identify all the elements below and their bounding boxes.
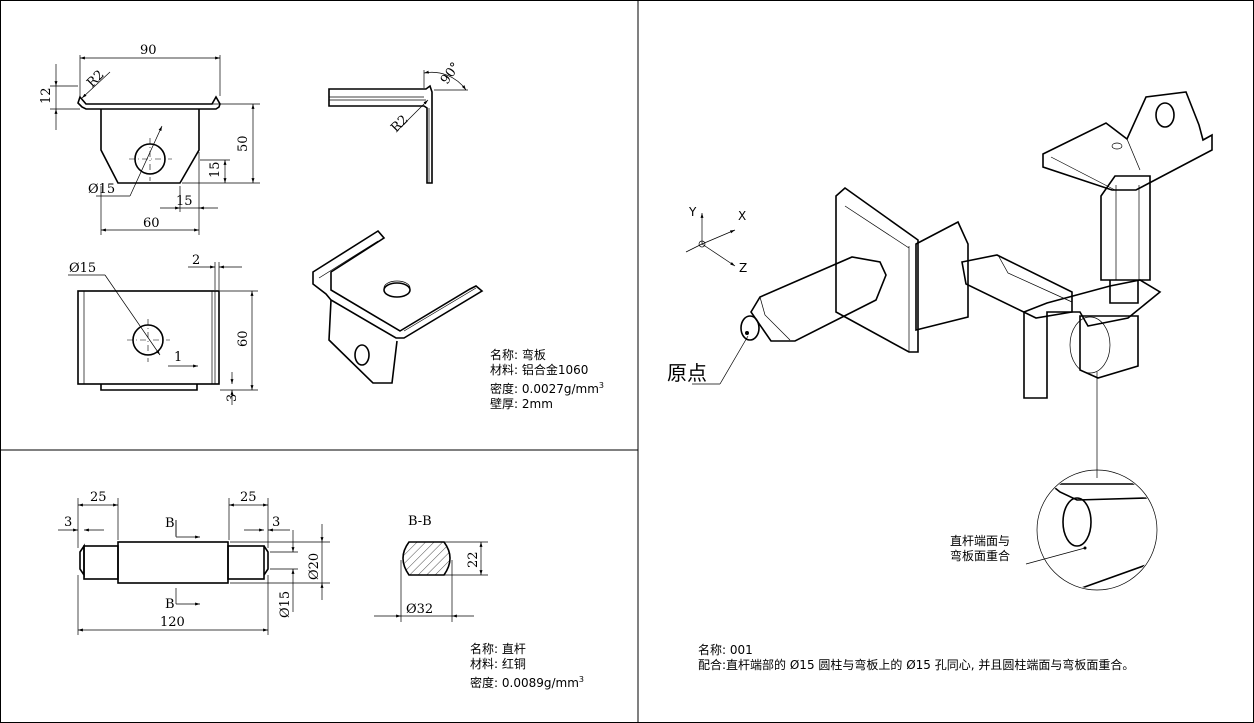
assembly-name: 名称: 001 <box>698 643 1134 658</box>
assembly-model <box>692 91 1213 478</box>
name-label: 名称: <box>698 643 727 657</box>
detail-view-circle <box>1025 469 1158 591</box>
rod-density: 密度: 0.0089g/mm3 <box>470 672 584 691</box>
rod-front-view <box>58 498 330 635</box>
density-value: 0.0089g/mm <box>501 676 579 690</box>
density-exponent: 3 <box>598 381 604 390</box>
dim-25-right: 25 <box>240 490 257 505</box>
section-title: B-B <box>408 514 432 529</box>
bent-plate-front-view <box>50 55 260 235</box>
dim-dia15-front: Ø15 <box>88 182 115 197</box>
name-value: 直杆 <box>501 642 526 656</box>
fit-label: 配合: <box>698 658 727 672</box>
dim-12: 12 <box>39 87 54 104</box>
bent-plate-info: 名称: 弯板 材料: 铝合金1060 密度: 0.0027g/mm3 壁厚: 2… <box>490 348 604 412</box>
detail-note-line2: 弯板面重合 <box>950 548 1010 563</box>
name-label: 名称: <box>490 348 519 362</box>
dim-25-left: 25 <box>90 490 107 505</box>
detail-note-line1: 直杆端面与 <box>950 534 1010 548</box>
rod-material: 材料: 红铜 <box>470 657 584 672</box>
assembly-info: 名称: 001 配合:直杆端部的 Ø15 圆柱与弯板上的 Ø15 孔同心, 并且… <box>698 643 1134 673</box>
material-label: 材料: <box>470 657 499 671</box>
section-mark-bottom: B <box>165 597 175 612</box>
fit-value: 直杆端部的 Ø15 圆柱与弯板上的 Ø15 孔同心, 并且圆柱端面与弯板面重合。 <box>726 658 1135 672</box>
dim-dia15-rod: Ø15 <box>278 591 293 618</box>
dim-90: 90 <box>140 43 157 58</box>
dim-r2-front: R2 <box>84 67 107 90</box>
rod-name: 名称: 直杆 <box>470 642 584 657</box>
dim-dia20: Ø20 <box>307 553 322 580</box>
bent-plate-thickness: 壁厚: 2mm <box>490 397 604 412</box>
density-label: 密度: <box>490 382 519 396</box>
bent-plate-density: 密度: 0.0027g/mm3 <box>490 378 604 397</box>
dim-60-plan: 60 <box>236 330 251 347</box>
axis-z-label: Z <box>739 261 747 275</box>
dim-120: 120 <box>160 615 185 630</box>
rod-section-view <box>374 541 488 622</box>
dim-dia15-plan: Ø15 <box>69 261 96 276</box>
rod-info: 名称: 直杆 材料: 红铜 密度: 0.0089g/mm3 <box>470 642 584 691</box>
dim-15-horizontal: 15 <box>176 194 193 209</box>
axis-y-label: Y <box>688 205 697 219</box>
axis-triad <box>685 213 736 267</box>
dim-50: 50 <box>236 135 251 152</box>
name-value: 001 <box>729 643 753 657</box>
material-value: 铝合金1060 <box>521 363 589 377</box>
dim-1: 1 <box>174 350 182 365</box>
bent-plate-side-view <box>328 70 468 184</box>
bent-plate-material: 材料: 铝合金1060 <box>490 363 604 378</box>
dim-15-vertical: 15 <box>208 161 223 178</box>
axis-x-label: X <box>738 209 746 223</box>
thickness-label: 壁厚: <box>490 397 519 411</box>
assembly-fit: 配合:直杆端部的 Ø15 圆柱与弯板上的 Ø15 孔同心, 并且圆柱端面与弯板面… <box>698 658 1134 673</box>
dim-60-width: 60 <box>143 216 160 231</box>
dim-3-left: 3 <box>64 515 72 530</box>
name-value: 弯板 <box>521 348 546 362</box>
name-label: 名称: <box>470 642 499 656</box>
section-mark-top: B <box>165 516 175 531</box>
dim-2: 2 <box>192 253 200 268</box>
density-exponent: 3 <box>578 675 584 684</box>
thickness-value: 2mm <box>521 397 553 411</box>
material-value: 红铜 <box>501 657 526 671</box>
origin-label: 原点 <box>667 361 707 385</box>
bent-plate-name: 名称: 弯板 <box>490 348 604 363</box>
material-label: 材料: <box>490 363 519 377</box>
dim-22: 22 <box>466 551 481 568</box>
dim-3-plan: 3 <box>225 394 240 402</box>
dim-dia32: Ø32 <box>406 602 433 617</box>
bent-plate-plan-view <box>68 262 258 405</box>
bent-plate-iso-view <box>312 229 484 384</box>
dim-r2-side: R2 <box>388 112 411 135</box>
density-value: 0.0027g/mm <box>521 382 599 396</box>
density-label: 密度: <box>470 676 499 690</box>
dim-3-right: 3 <box>272 515 280 530</box>
